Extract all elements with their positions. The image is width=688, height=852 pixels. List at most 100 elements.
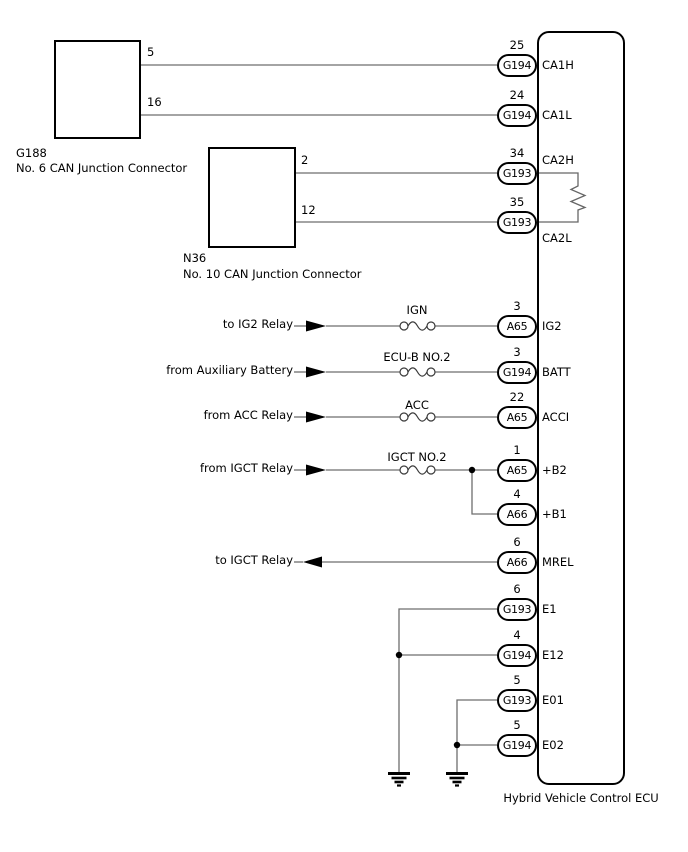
- connector-code: G193: [502, 602, 532, 616]
- pin-number: 4: [513, 628, 521, 642]
- fuse-acc-icon: [399, 412, 436, 422]
- fuse-terminal: [399, 412, 409, 422]
- fuse-curve: [407, 465, 428, 475]
- pin-connector-oval: A66: [497, 502, 537, 526]
- pin-name: BATT: [542, 365, 571, 379]
- fuse-ecub-icon: [399, 367, 436, 377]
- pin-number: 6: [513, 582, 521, 596]
- pin-connector-oval: A65: [497, 405, 537, 429]
- g188-pin-number: 5: [147, 45, 155, 59]
- ecu-box: [537, 31, 625, 785]
- pin-name: E02: [542, 738, 564, 752]
- pin-name: +B1: [542, 507, 567, 521]
- pin-number: 5: [513, 673, 521, 687]
- connector-code: G194: [502, 365, 532, 379]
- pin-name: IG2: [542, 319, 562, 333]
- fuse-curve: [407, 367, 428, 377]
- fuse-curve: [407, 321, 428, 331]
- wire-e01-ground: [456, 699, 497, 772]
- pin-connector-oval: G193: [497, 597, 537, 621]
- pin-connector-oval: A66: [497, 550, 537, 574]
- junction-dot: [395, 651, 403, 659]
- external-label-b2: from IGCT Relay: [199, 461, 293, 475]
- ground-icon: [446, 772, 468, 787]
- pin-connector-oval: G193: [497, 210, 537, 234]
- arrow-right-icon: [306, 464, 326, 476]
- pin-name: CA1H: [542, 58, 574, 72]
- external-label-ig2: to IG2 Relay: [222, 317, 293, 331]
- pin-name: CA2L: [542, 231, 572, 245]
- external-label-mrel: to IGCT Relay: [215, 553, 293, 567]
- g188-connector-box: [54, 40, 141, 139]
- pin-name: ACCI: [542, 410, 570, 424]
- pin-connector-oval: G194: [497, 643, 537, 667]
- fuse-igct-icon: [399, 465, 436, 475]
- n36-id: N36: [183, 251, 207, 265]
- pin-connector-oval: A65: [497, 458, 537, 482]
- flow-arrows: [303, 320, 326, 568]
- pin-connector-oval: G193: [497, 161, 537, 185]
- pin-number: 3: [513, 345, 521, 359]
- fuse-label-igct: IGCT NO.2: [387, 450, 447, 464]
- connector-code: G193: [502, 166, 532, 180]
- pin-number: 1: [513, 443, 521, 457]
- pin-connector-oval: A65: [497, 314, 537, 338]
- fuse-terminal: [426, 465, 436, 475]
- fuse-curve: [407, 412, 428, 422]
- fuse-ign-icon: [399, 321, 436, 331]
- pin-number: 35: [509, 195, 525, 209]
- wire-b1-branch: [471, 470, 497, 515]
- connector-code: G194: [502, 648, 532, 662]
- fuse-label-ecub: ECU-B NO.2: [383, 350, 451, 364]
- ground-icon: [388, 772, 410, 787]
- pin-number: 22: [509, 390, 525, 404]
- pin-connector-oval: G194: [497, 53, 537, 77]
- connector-code: A65: [506, 410, 528, 424]
- pin-number: 3: [513, 299, 521, 313]
- fuse-terminal: [426, 412, 436, 422]
- pin-name: E1: [542, 602, 557, 616]
- fuse-terminal: [426, 367, 436, 377]
- fuse-terminal: [399, 465, 409, 475]
- connector-code: G194: [502, 738, 532, 752]
- pin-name: +B2: [542, 463, 567, 477]
- fuse-label-ign: IGN: [406, 303, 428, 317]
- pin-number: 24: [509, 88, 525, 102]
- pin-name: MREL: [542, 555, 574, 569]
- pin-connector-oval: G194: [497, 360, 537, 384]
- pin-number: 4: [513, 487, 521, 501]
- arrow-right-icon: [306, 411, 326, 423]
- external-label-batt: from Auxiliary Battery: [166, 363, 293, 377]
- pin-name: CA1L: [542, 108, 572, 122]
- connector-code: G193: [502, 215, 532, 229]
- arrow-left-icon: [303, 556, 322, 568]
- connector-code: G194: [502, 58, 532, 72]
- fuse-terminal: [426, 321, 436, 331]
- connector-code: G194: [502, 108, 532, 122]
- pin-connector-oval: G194: [497, 103, 537, 127]
- g188-description: No. 6 CAN Junction Connector: [16, 161, 188, 175]
- pin-number: 25: [509, 38, 525, 52]
- n36-description: No. 10 CAN Junction Connector: [183, 267, 362, 281]
- connector-code: A66: [506, 555, 528, 569]
- pin-name: E12: [542, 648, 564, 662]
- junction-dot: [453, 741, 461, 749]
- n36-pin-number: 2: [301, 153, 309, 167]
- pin-name: CA2H: [542, 153, 574, 167]
- n36-pin-number: 12: [301, 203, 316, 217]
- connector-code: G193: [502, 693, 532, 707]
- pin-number: 6: [513, 535, 521, 549]
- arrow-right-icon: [306, 320, 326, 332]
- g188-id: G188: [16, 146, 47, 160]
- pin-number: 34: [509, 146, 525, 160]
- connector-code: A65: [506, 319, 528, 333]
- wire-e1-ground: [398, 608, 497, 772]
- pin-connector-oval: G193: [497, 688, 537, 712]
- fuse-terminal: [399, 321, 409, 331]
- connector-code: A66: [506, 507, 528, 521]
- pin-name: E01: [542, 693, 564, 707]
- connector-code: A65: [506, 463, 528, 477]
- resistor-icon: [537, 172, 587, 223]
